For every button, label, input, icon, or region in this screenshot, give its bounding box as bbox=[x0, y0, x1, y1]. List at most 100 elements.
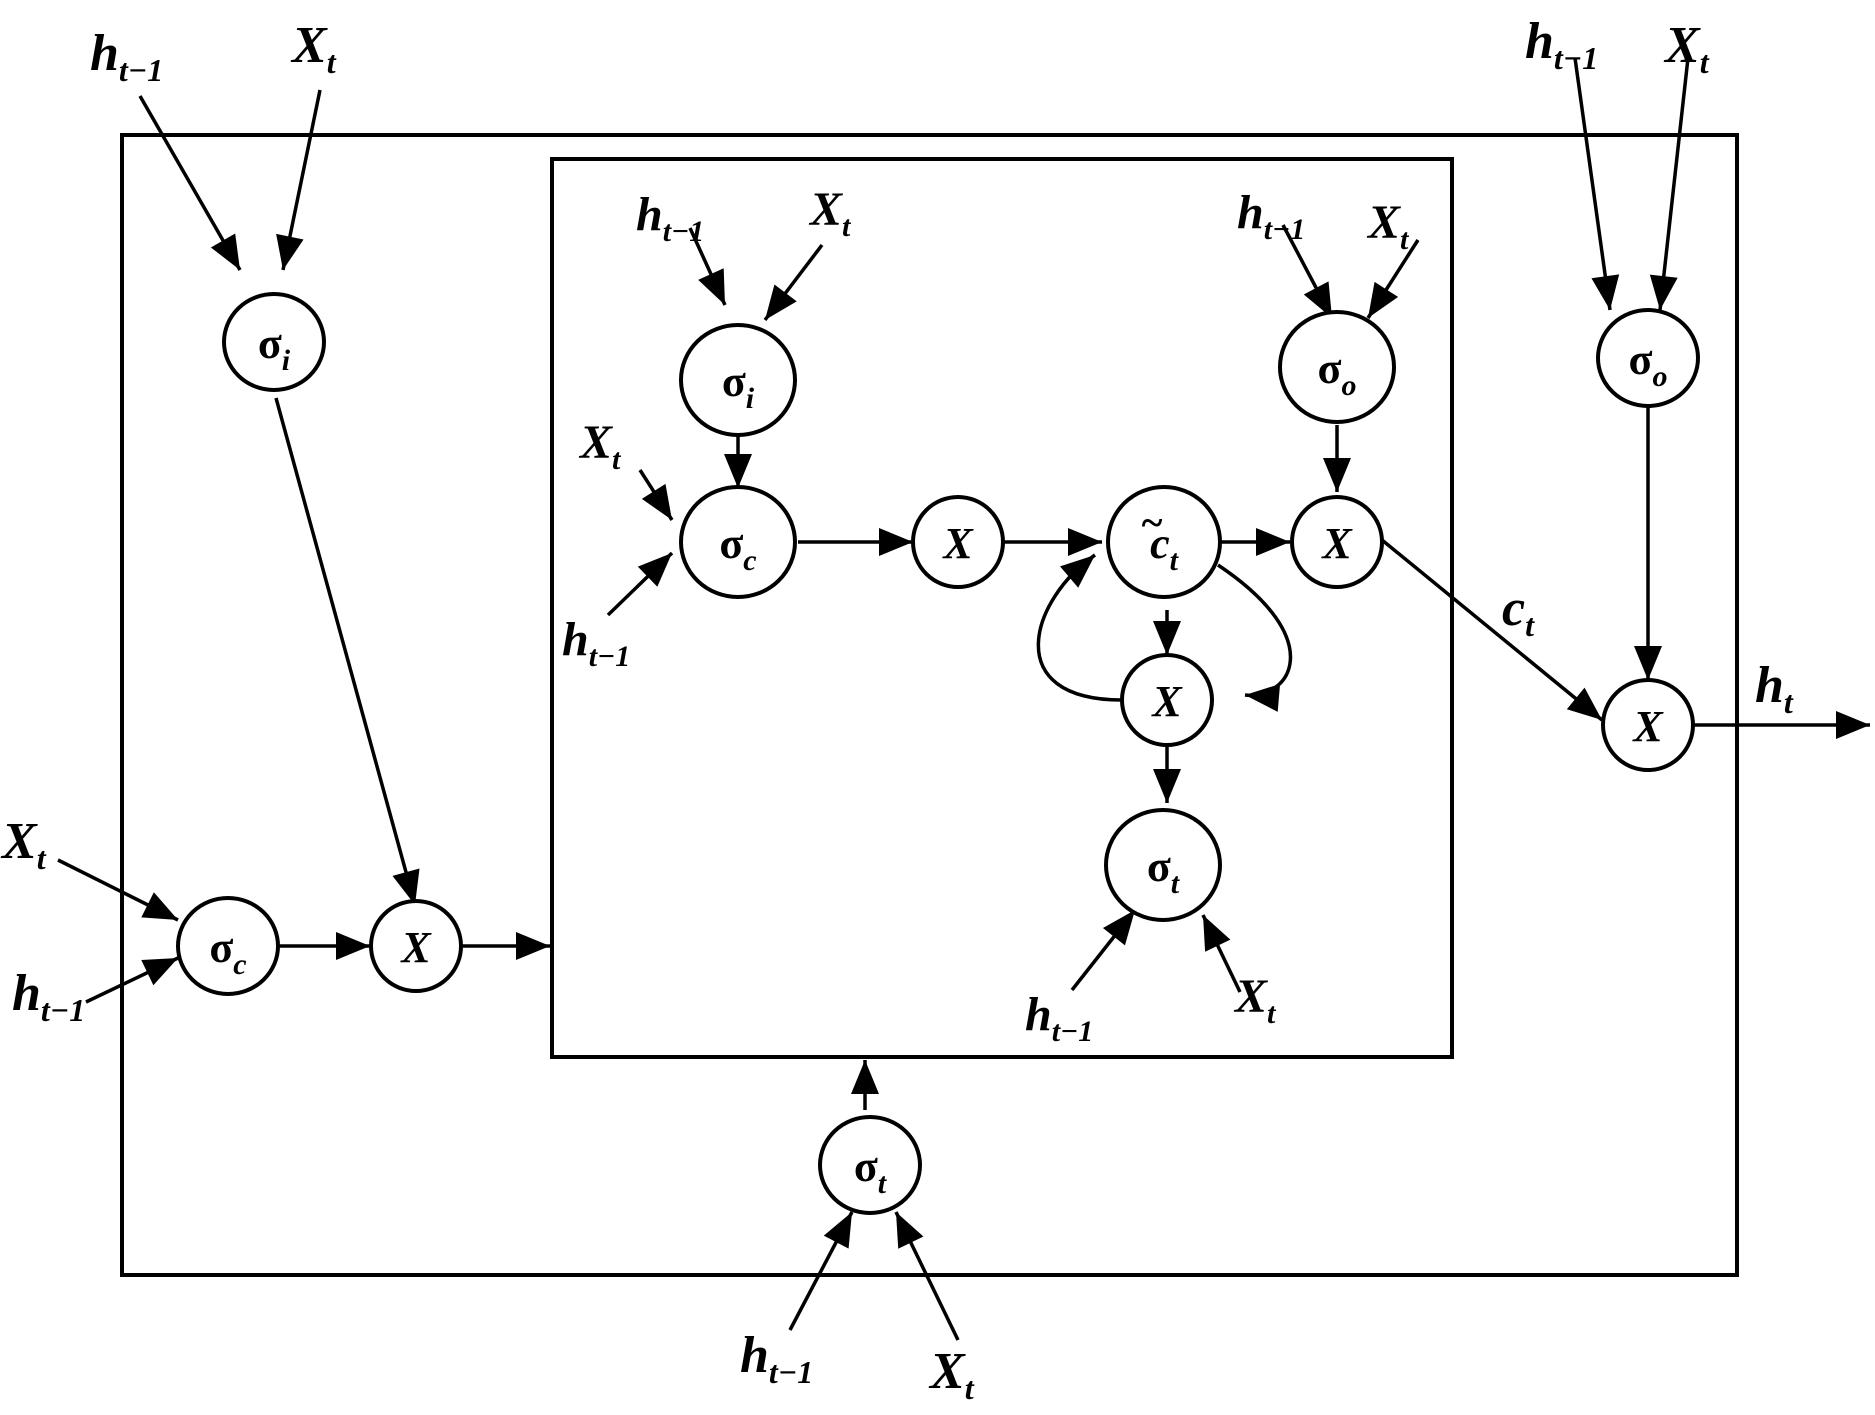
edge-ctilde-to-mult2-arrowhead bbox=[1256, 528, 1290, 556]
label-ct-sub: t bbox=[1525, 607, 1535, 643]
edge-bottom-sigma-t-to-inner-box-arrowhead bbox=[851, 1060, 879, 1094]
label-h-prev-right-top-sub: t−1 bbox=[1554, 40, 1598, 76]
outer-sigma-i-node-circle bbox=[222, 292, 326, 392]
edge-x-to-right-sigma-o bbox=[1658, 57, 1690, 311]
label-h-prev-inner-sigma-t-sub: t−1 bbox=[1052, 1015, 1094, 1048]
inner-sigma-c-node-label: σc bbox=[719, 519, 756, 577]
label-x-right-top-sub: t bbox=[1700, 44, 1710, 80]
label-h-prev-bottom: ht−1 bbox=[740, 1327, 813, 1390]
label-x-inner-sigma-o-base: X bbox=[1366, 196, 1401, 249]
label-h-prev-inner-sigma-o-base: h bbox=[1237, 186, 1264, 239]
label-h-prev-inner-sigma-i-base: h bbox=[636, 188, 663, 241]
edge-h-to-inner-sigma-o-arrowhead bbox=[1303, 281, 1332, 318]
edge-h-to-bottom-sigma-t-arrowhead bbox=[823, 1212, 852, 1249]
label-h-prev-outer-left: ht−1 bbox=[12, 965, 85, 1028]
label-ht: ht bbox=[1755, 657, 1794, 720]
label-x-inner-sigma-t-base: X bbox=[1233, 970, 1268, 1023]
outer-sigma-i-node-label-base: σ bbox=[258, 319, 282, 368]
label-x-inner-sigma-c-sub: t bbox=[612, 443, 622, 476]
label-x-inner-sigma-c: Xt bbox=[578, 416, 622, 476]
right-sigma-o-node-label-base: σ bbox=[1629, 335, 1653, 384]
label-x-inner-sigma-i-sub: t bbox=[842, 210, 852, 243]
edge-ht-output-arrowhead bbox=[1836, 711, 1870, 739]
label-x-bottom-base: X bbox=[928, 1343, 966, 1400]
edge-outer-sigma-c-to-mult-arrowhead bbox=[336, 932, 370, 960]
label-h-prev-outer-left-base: h bbox=[12, 965, 41, 1022]
inner-sigma-t-node-label-base: σ bbox=[1147, 842, 1171, 891]
label-ct-base: c bbox=[1502, 580, 1525, 637]
label-x-outer-top-left: Xt bbox=[290, 17, 337, 80]
inner-sigma-i-node-label: σi bbox=[722, 357, 755, 415]
inner-sigma-i-node: σi bbox=[679, 323, 797, 437]
label-h-prev-inner-sigma-o: ht−1 bbox=[1237, 186, 1305, 246]
inner-c-tilde-node-accent: ~ bbox=[1142, 500, 1163, 545]
inner-sigma-o-node-label: σo bbox=[1318, 344, 1357, 402]
edge-outer-sigma-i-to-mult-arrowhead bbox=[392, 868, 420, 905]
label-x-outer-top-left-sub: t bbox=[327, 44, 337, 80]
inner-mult-3-node-circle bbox=[1120, 653, 1214, 747]
label-h-prev-inner-sigma-i: ht−1 bbox=[636, 188, 704, 248]
outer-sigma-i-node-label-sub: i bbox=[282, 344, 291, 377]
label-x-inner-sigma-i-base: X bbox=[808, 183, 843, 236]
inner-sigma-c-node-circle bbox=[679, 485, 797, 599]
inner-mult-3-node-label: X bbox=[1150, 677, 1183, 726]
right-sigma-o-node-label: σo bbox=[1629, 335, 1668, 393]
label-x-outer-left-sub: t bbox=[37, 840, 47, 876]
outer-mult-left-node-circle bbox=[369, 899, 463, 993]
right-sigma-o-node-circle bbox=[1596, 308, 1700, 408]
inner-mult-1-node: X bbox=[911, 495, 1005, 589]
edge-ct-to-right-mult bbox=[1380, 538, 1604, 722]
edge-h-to-inner-sigma-t-arrowhead bbox=[1102, 910, 1135, 946]
right-sigma-o-node: σo bbox=[1596, 308, 1700, 408]
inner-sigma-t-node-label: σt bbox=[1147, 842, 1181, 900]
outer-sigma-i-node: σi bbox=[222, 292, 326, 392]
label-h-prev-bottom-base: h bbox=[740, 1327, 769, 1384]
outer-sigma-c-node-label-base: σ bbox=[209, 923, 233, 972]
label-x-right-top: Xt bbox=[1663, 17, 1710, 80]
outer-mult-left-node-label: X bbox=[399, 923, 432, 972]
label-h-prev-right-top: ht−1 bbox=[1525, 13, 1598, 76]
label-x-inner-sigma-o-sub: t bbox=[1400, 223, 1410, 256]
label-x-bottom: Xt bbox=[928, 1343, 975, 1406]
edge-x-to-outer-sigma-i-arrowhead bbox=[276, 233, 304, 270]
edge-x-to-inner-sigma-t-arrowhead bbox=[1203, 915, 1231, 952]
inner-sigma-i-node-label-sub: i bbox=[746, 382, 755, 415]
edge-h-to-outer-sigma-i-arrowhead bbox=[210, 233, 240, 270]
edge-x-to-inner-sigma-o-arrowhead bbox=[1368, 281, 1399, 318]
label-x-outer-top-left-base: X bbox=[290, 17, 328, 74]
label-x-bottom-sub: t bbox=[965, 1370, 975, 1406]
label-ct: ct bbox=[1502, 580, 1535, 643]
inner-mult-2-node-circle bbox=[1290, 495, 1384, 589]
inner-c-tilde-node-circle bbox=[1106, 485, 1222, 599]
label-h-prev-inner-sigma-i-sub: t−1 bbox=[663, 215, 705, 248]
edge-ct-to-right-mult-arrowhead bbox=[1566, 687, 1602, 720]
edge-h-to-outer-sigma-c-arrowhead bbox=[141, 958, 178, 986]
inner-sigma-o-node-label-base: σ bbox=[1318, 344, 1342, 393]
label-ht-base: h bbox=[1755, 657, 1784, 714]
inner-mult-2-node-label: X bbox=[1320, 519, 1353, 568]
edge-x-to-right-sigma-o-arrowhead bbox=[1649, 274, 1678, 310]
label-h-prev-outer-top-left-base: h bbox=[90, 25, 119, 82]
edge-ctilde-loop-to-mult3-arrowhead bbox=[1245, 683, 1281, 712]
label-x-inner-sigma-i: Xt bbox=[808, 183, 852, 243]
edges bbox=[57, 57, 1870, 1341]
edge-mult3-loop-to-ctilde-arrowhead bbox=[1060, 555, 1095, 588]
right-mult-out-node-circle bbox=[1601, 678, 1695, 772]
outer-sigma-i-node-label: σi bbox=[258, 319, 291, 377]
label-x-right-top-base: X bbox=[1663, 17, 1701, 74]
inner-mult-1-node-circle bbox=[911, 495, 1005, 589]
label-h-prev-outer-left-sub: t−1 bbox=[41, 992, 85, 1028]
bottom-sigma-t-node-label-sub: t bbox=[878, 1167, 888, 1200]
label-h-prev-inner-sigma-c: ht−1 bbox=[562, 613, 630, 673]
inner-sigma-t-node: σt bbox=[1104, 808, 1222, 922]
label-x-inner-sigma-t: Xt bbox=[1233, 970, 1277, 1030]
edge-x-to-inner-sigma-i-arrowhead bbox=[765, 284, 797, 320]
outer-sigma-c-node-label-sub: c bbox=[233, 948, 246, 981]
bottom-sigma-t-node-circle bbox=[818, 1115, 922, 1215]
edge-x-to-bottom-sigma-t-arrowhead bbox=[896, 1212, 924, 1249]
inner-sigma-i-node-label-base: σ bbox=[722, 357, 746, 406]
outer-sigma-c-node: σc bbox=[176, 896, 280, 996]
